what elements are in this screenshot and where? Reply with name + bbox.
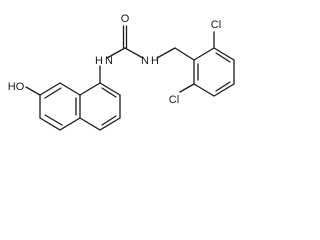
naphthalene-right-ring	[79, 82, 121, 131]
nh-right-n-label: N	[141, 55, 149, 67]
nh-left-n-label: N	[105, 55, 113, 67]
hydroxyl-label: HO	[8, 81, 25, 93]
hydroxyl-bond	[25, 86, 41, 96]
urea-linker	[99, 25, 144, 84]
nh-left-h-label: H	[95, 55, 103, 67]
dichlorophenyl-ring	[193, 47, 235, 97]
ch2-bond-right	[174, 47, 195, 61]
naphthalene-left-ring	[39, 82, 81, 131]
structure-canvas: O H N N H Cl Cl HO	[8, 13, 235, 131]
cl-bottom-label: Cl	[169, 94, 179, 106]
molecule-drawing: O H N N H Cl Cl HO	[8, 13, 235, 131]
carbonyl-oxygen-label: O	[121, 13, 130, 25]
cl-bottom-bond	[179, 83, 195, 93]
cl-top-label: Cl	[211, 19, 221, 31]
ch2-bond-left	[156, 47, 176, 59]
nh-right-h-label: H	[151, 55, 159, 67]
